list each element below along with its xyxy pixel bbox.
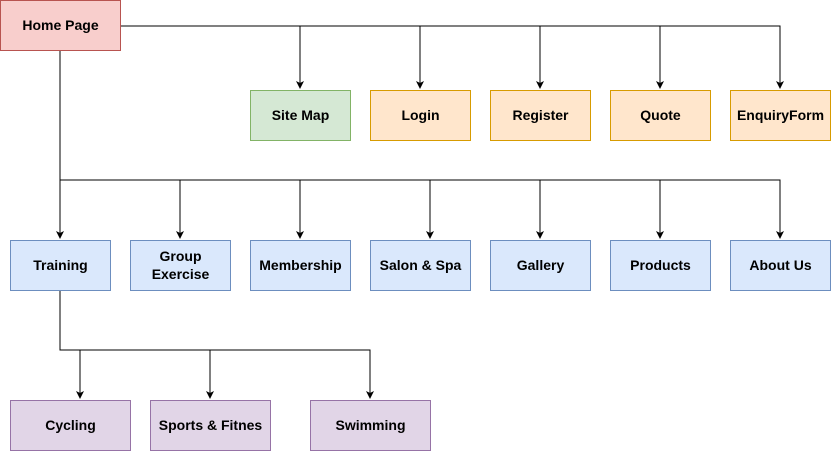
login-node[interactable]: Login — [370, 90, 471, 141]
enquiry-form-node[interactable]: EnquiryForm — [730, 90, 831, 141]
connector-home-sitemap — [120, 25, 304, 89]
membership-node[interactable]: Membership — [250, 240, 351, 291]
cycling-node[interactable]: Cycling — [10, 400, 131, 451]
connector-home-register — [120, 25, 544, 89]
connector-home-salon-spa — [60, 179, 434, 239]
group-exercise-node[interactable]: Group Exercise — [130, 240, 231, 291]
connector-training-swimming — [60, 349, 374, 399]
connector-home-about-us — [60, 179, 784, 239]
connector-home-enquiryform — [120, 25, 784, 89]
quote-node[interactable]: Quote — [610, 90, 711, 141]
register-node[interactable]: Register — [490, 90, 591, 141]
sports-fitness-node[interactable]: Sports & Fitnes — [150, 400, 271, 451]
about-us-node[interactable]: About Us — [730, 240, 831, 291]
connector-home-products — [60, 179, 664, 239]
connector-home-group-exercise — [60, 179, 184, 239]
connector-training-cycling — [59, 291, 84, 399]
connector-training-sports — [60, 349, 214, 399]
connector-home-login — [120, 25, 424, 89]
gallery-node[interactable]: Gallery — [490, 240, 591, 291]
site-map-node[interactable]: Site Map — [250, 90, 351, 141]
swimming-node[interactable]: Swimming — [310, 400, 431, 451]
connector-home-quote — [120, 25, 664, 89]
training-node[interactable]: Training — [10, 240, 111, 291]
products-node[interactable]: Products — [610, 240, 711, 291]
home-page-node[interactable]: Home Page — [0, 0, 121, 51]
salon-spa-node[interactable]: Salon & Spa — [370, 240, 471, 291]
